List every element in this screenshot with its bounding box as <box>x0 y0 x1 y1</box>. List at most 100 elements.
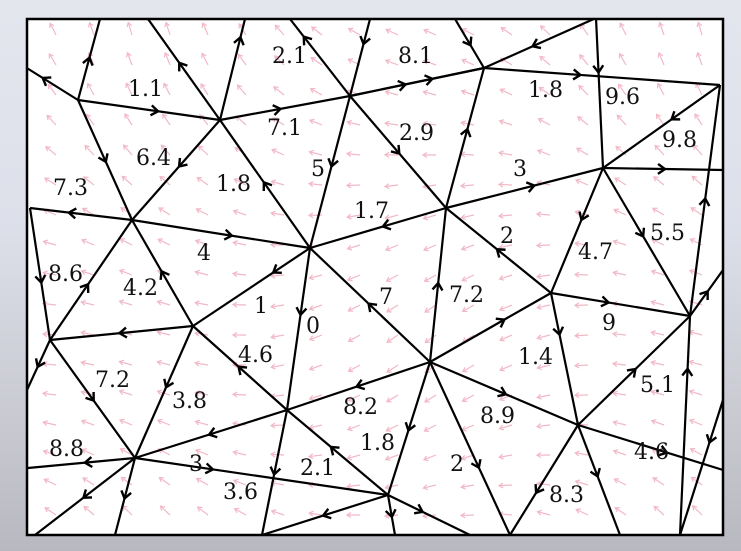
field-arrow <box>425 424 437 432</box>
field-arrowhead <box>163 82 169 89</box>
edge-arrowhead <box>530 38 542 50</box>
field-arrowhead <box>118 268 125 275</box>
field-arrowhead <box>386 307 392 313</box>
field-arrow <box>123 145 133 156</box>
field-arrow <box>125 114 133 126</box>
field-arrowhead <box>41 331 48 338</box>
field-arrowhead <box>86 82 93 89</box>
edge-label: 1.7 <box>354 199 389 224</box>
edge-arrowhead <box>657 162 668 175</box>
edge-line <box>445 166 604 210</box>
edge-arrowhead <box>223 228 234 241</box>
field-arrowhead <box>84 144 90 151</box>
field-arrowhead <box>384 484 390 491</box>
edge-line <box>483 19 597 70</box>
edge-label: 9 <box>602 311 616 336</box>
field-arrow <box>272 510 285 516</box>
field-arrow <box>82 449 95 456</box>
field-arrow <box>84 506 95 516</box>
field-arrowhead <box>688 268 695 275</box>
edge-label: 1 <box>254 294 268 319</box>
field-arrow <box>348 424 361 430</box>
field-arrowhead <box>48 52 54 59</box>
field-arrowhead <box>422 89 429 96</box>
field-arrowhead <box>194 390 200 397</box>
field-arrowhead <box>160 144 167 151</box>
edge-line <box>309 206 447 250</box>
field-arrow <box>271 274 285 277</box>
field-arrow <box>576 480 589 486</box>
field-arrowhead <box>573 362 580 369</box>
edge-arrowhead <box>525 181 537 193</box>
field-arrowhead <box>201 21 208 28</box>
field-arrowhead <box>689 447 696 454</box>
edge-label: 4 <box>197 241 211 266</box>
field-arrowhead <box>616 114 623 121</box>
field-arrowhead <box>423 426 430 432</box>
field-arrow <box>44 421 57 426</box>
field-arrow <box>657 84 665 96</box>
field-arrowhead <box>194 238 201 245</box>
field-arrowhead <box>384 214 391 221</box>
field-arrowhead <box>237 53 244 60</box>
field-arrowhead <box>347 366 354 373</box>
edge-label: 1.4 <box>518 345 553 370</box>
field-arrow <box>348 394 361 401</box>
field-arrowhead <box>238 22 244 29</box>
field-arrowhead <box>232 240 238 247</box>
field-arrow <box>49 54 57 66</box>
field-arrow <box>499 484 513 487</box>
field-arrowhead <box>691 175 698 182</box>
edge-line <box>131 119 221 221</box>
field-arrowhead <box>347 306 354 312</box>
field-arrow <box>693 145 703 156</box>
field-arrowhead <box>385 397 392 403</box>
field-arrow <box>348 121 361 126</box>
field-arrow <box>310 454 323 458</box>
field-arrowhead <box>232 209 239 215</box>
field-arrowhead <box>273 55 280 61</box>
field-arrowhead <box>81 448 87 454</box>
field-arrow <box>349 364 361 372</box>
field-arrow <box>690 390 703 396</box>
field-arrow <box>462 214 475 219</box>
field-arrowhead <box>346 119 353 126</box>
field-arrowhead <box>159 175 165 182</box>
field-arrowhead <box>118 389 125 396</box>
field-arrowhead <box>81 207 88 213</box>
edge-arrowhead <box>423 74 435 86</box>
field-arrow <box>196 240 209 246</box>
field-arrow <box>386 29 399 36</box>
edge-label: 4.6 <box>238 343 273 368</box>
diagram-panel <box>27 19 723 535</box>
edge-line <box>134 456 389 497</box>
field-arrow <box>500 152 513 156</box>
field-arrow <box>500 120 513 126</box>
field-arrowhead <box>535 211 542 218</box>
field-arrowhead <box>536 273 542 280</box>
edge-label: 0 <box>306 314 320 339</box>
field-arrowhead <box>692 144 699 150</box>
edge-line <box>286 409 389 496</box>
field-arrow <box>500 304 513 311</box>
field-arrow <box>578 117 589 126</box>
field-arrowhead <box>162 113 168 119</box>
edge-arrowhead <box>82 55 94 67</box>
field-arrowhead <box>124 113 130 119</box>
field-arrow <box>462 59 475 66</box>
edge-arrowhead <box>178 61 188 72</box>
edge-line <box>308 95 352 249</box>
field-arrow <box>614 421 627 426</box>
field-arrow <box>386 91 399 96</box>
field-arrow <box>310 334 323 340</box>
field-arrowhead <box>688 389 695 395</box>
field-arrow <box>652 270 665 276</box>
edge-line <box>28 207 52 341</box>
edge-arrowhead <box>79 282 90 293</box>
edge-line <box>387 494 471 535</box>
field-arrowhead <box>613 208 619 214</box>
field-arrow <box>659 23 665 36</box>
field-arrow <box>652 391 665 396</box>
field-arrow <box>463 394 475 402</box>
field-arrow <box>127 53 133 66</box>
